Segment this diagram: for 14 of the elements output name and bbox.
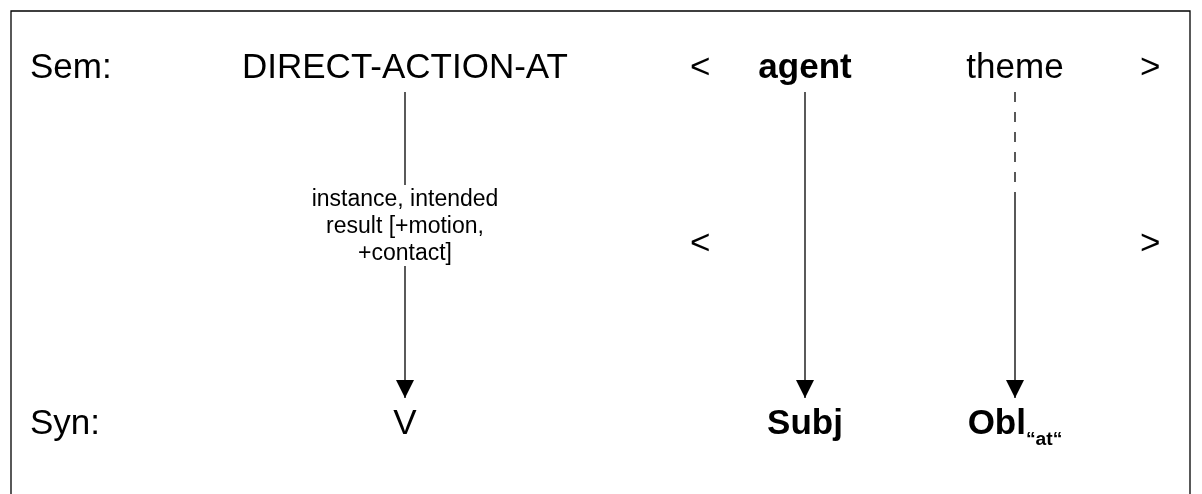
row-label: Syn:	[30, 402, 101, 442]
semantic-term: DIRECT-ACTION-AT	[242, 46, 568, 86]
angle-bracket: >	[1140, 222, 1161, 262]
semantic-term: agent	[758, 46, 852, 86]
angle-bracket: <	[690, 222, 711, 262]
arrow	[1006, 91, 1024, 399]
syntactic-term: Subj	[767, 402, 843, 442]
angle-bracket: >	[1140, 46, 1161, 86]
arrow	[796, 91, 814, 399]
row-label: Sem:	[30, 46, 112, 86]
angle-bracket: <	[690, 46, 711, 86]
semantic-term: theme	[966, 46, 1064, 86]
syntactic-term: Obl$_{“at“}$	[967, 402, 1063, 459]
syntactic-term: V	[393, 402, 417, 442]
